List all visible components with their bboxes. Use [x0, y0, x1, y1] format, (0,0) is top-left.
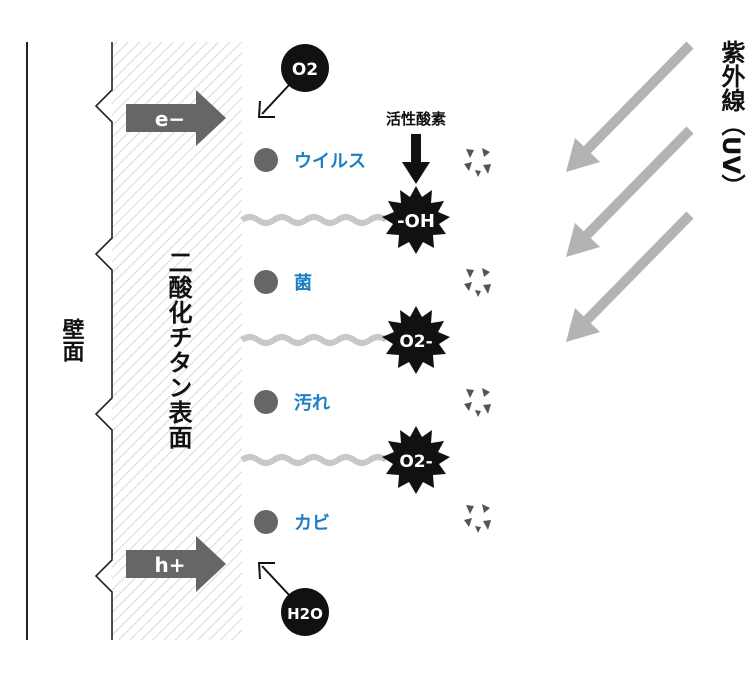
wave-2	[240, 334, 388, 346]
target-label: 汚れ	[294, 393, 330, 414]
water-molecule: H2O	[257, 562, 329, 636]
uv-arrow-1	[566, 41, 694, 172]
tio2-layer	[112, 42, 242, 640]
target-label: 菌	[294, 273, 312, 294]
hole-arrow: h+	[126, 536, 226, 592]
radical-label: -OH	[397, 211, 435, 232]
tio2-jagged-edge	[94, 42, 113, 640]
electron-arrow: e−	[126, 90, 226, 146]
fragments-icon	[464, 504, 491, 533]
uv-label: 紫外線（UV）	[717, 40, 745, 198]
fragments-icon	[464, 268, 491, 297]
wave-1	[240, 214, 388, 226]
wave-3	[240, 454, 388, 466]
electron-label: e−	[155, 107, 185, 131]
burst-shape	[382, 426, 450, 494]
oxygen-molecule: O2	[257, 44, 329, 118]
burst-shape	[382, 186, 450, 254]
target-virus: ウイルス	[254, 148, 366, 172]
active-oxygen-label: 活性酸素	[386, 110, 446, 128]
radical-burst-2: O2-	[382, 306, 450, 374]
target-label: ウイルス	[294, 151, 366, 172]
target-bacteria: 菌	[254, 270, 312, 294]
target-label: カビ	[294, 513, 330, 534]
target-dirt: 汚れ	[254, 390, 330, 414]
radical-burst-3: O2-	[382, 426, 450, 494]
fragments-icon	[464, 148, 491, 177]
oxygen-label: O2	[292, 60, 318, 80]
radical-burst-1: -OH	[382, 186, 450, 254]
water-label: H2O	[287, 605, 323, 623]
target-mold: カビ	[254, 510, 330, 534]
uv-arrow-2	[566, 126, 694, 257]
fragments-icon	[464, 388, 491, 417]
uv-arrow-3	[566, 211, 694, 342]
hole-label: h+	[155, 553, 186, 577]
burst-shape	[382, 306, 450, 374]
wall-label: 壁面	[59, 317, 85, 363]
radical-label: O2-	[399, 452, 432, 472]
active-oxygen-arrow	[402, 134, 430, 184]
radical-label: O2-	[399, 332, 432, 352]
tio2-surface-label: 二酸化チタン表面	[164, 250, 192, 450]
